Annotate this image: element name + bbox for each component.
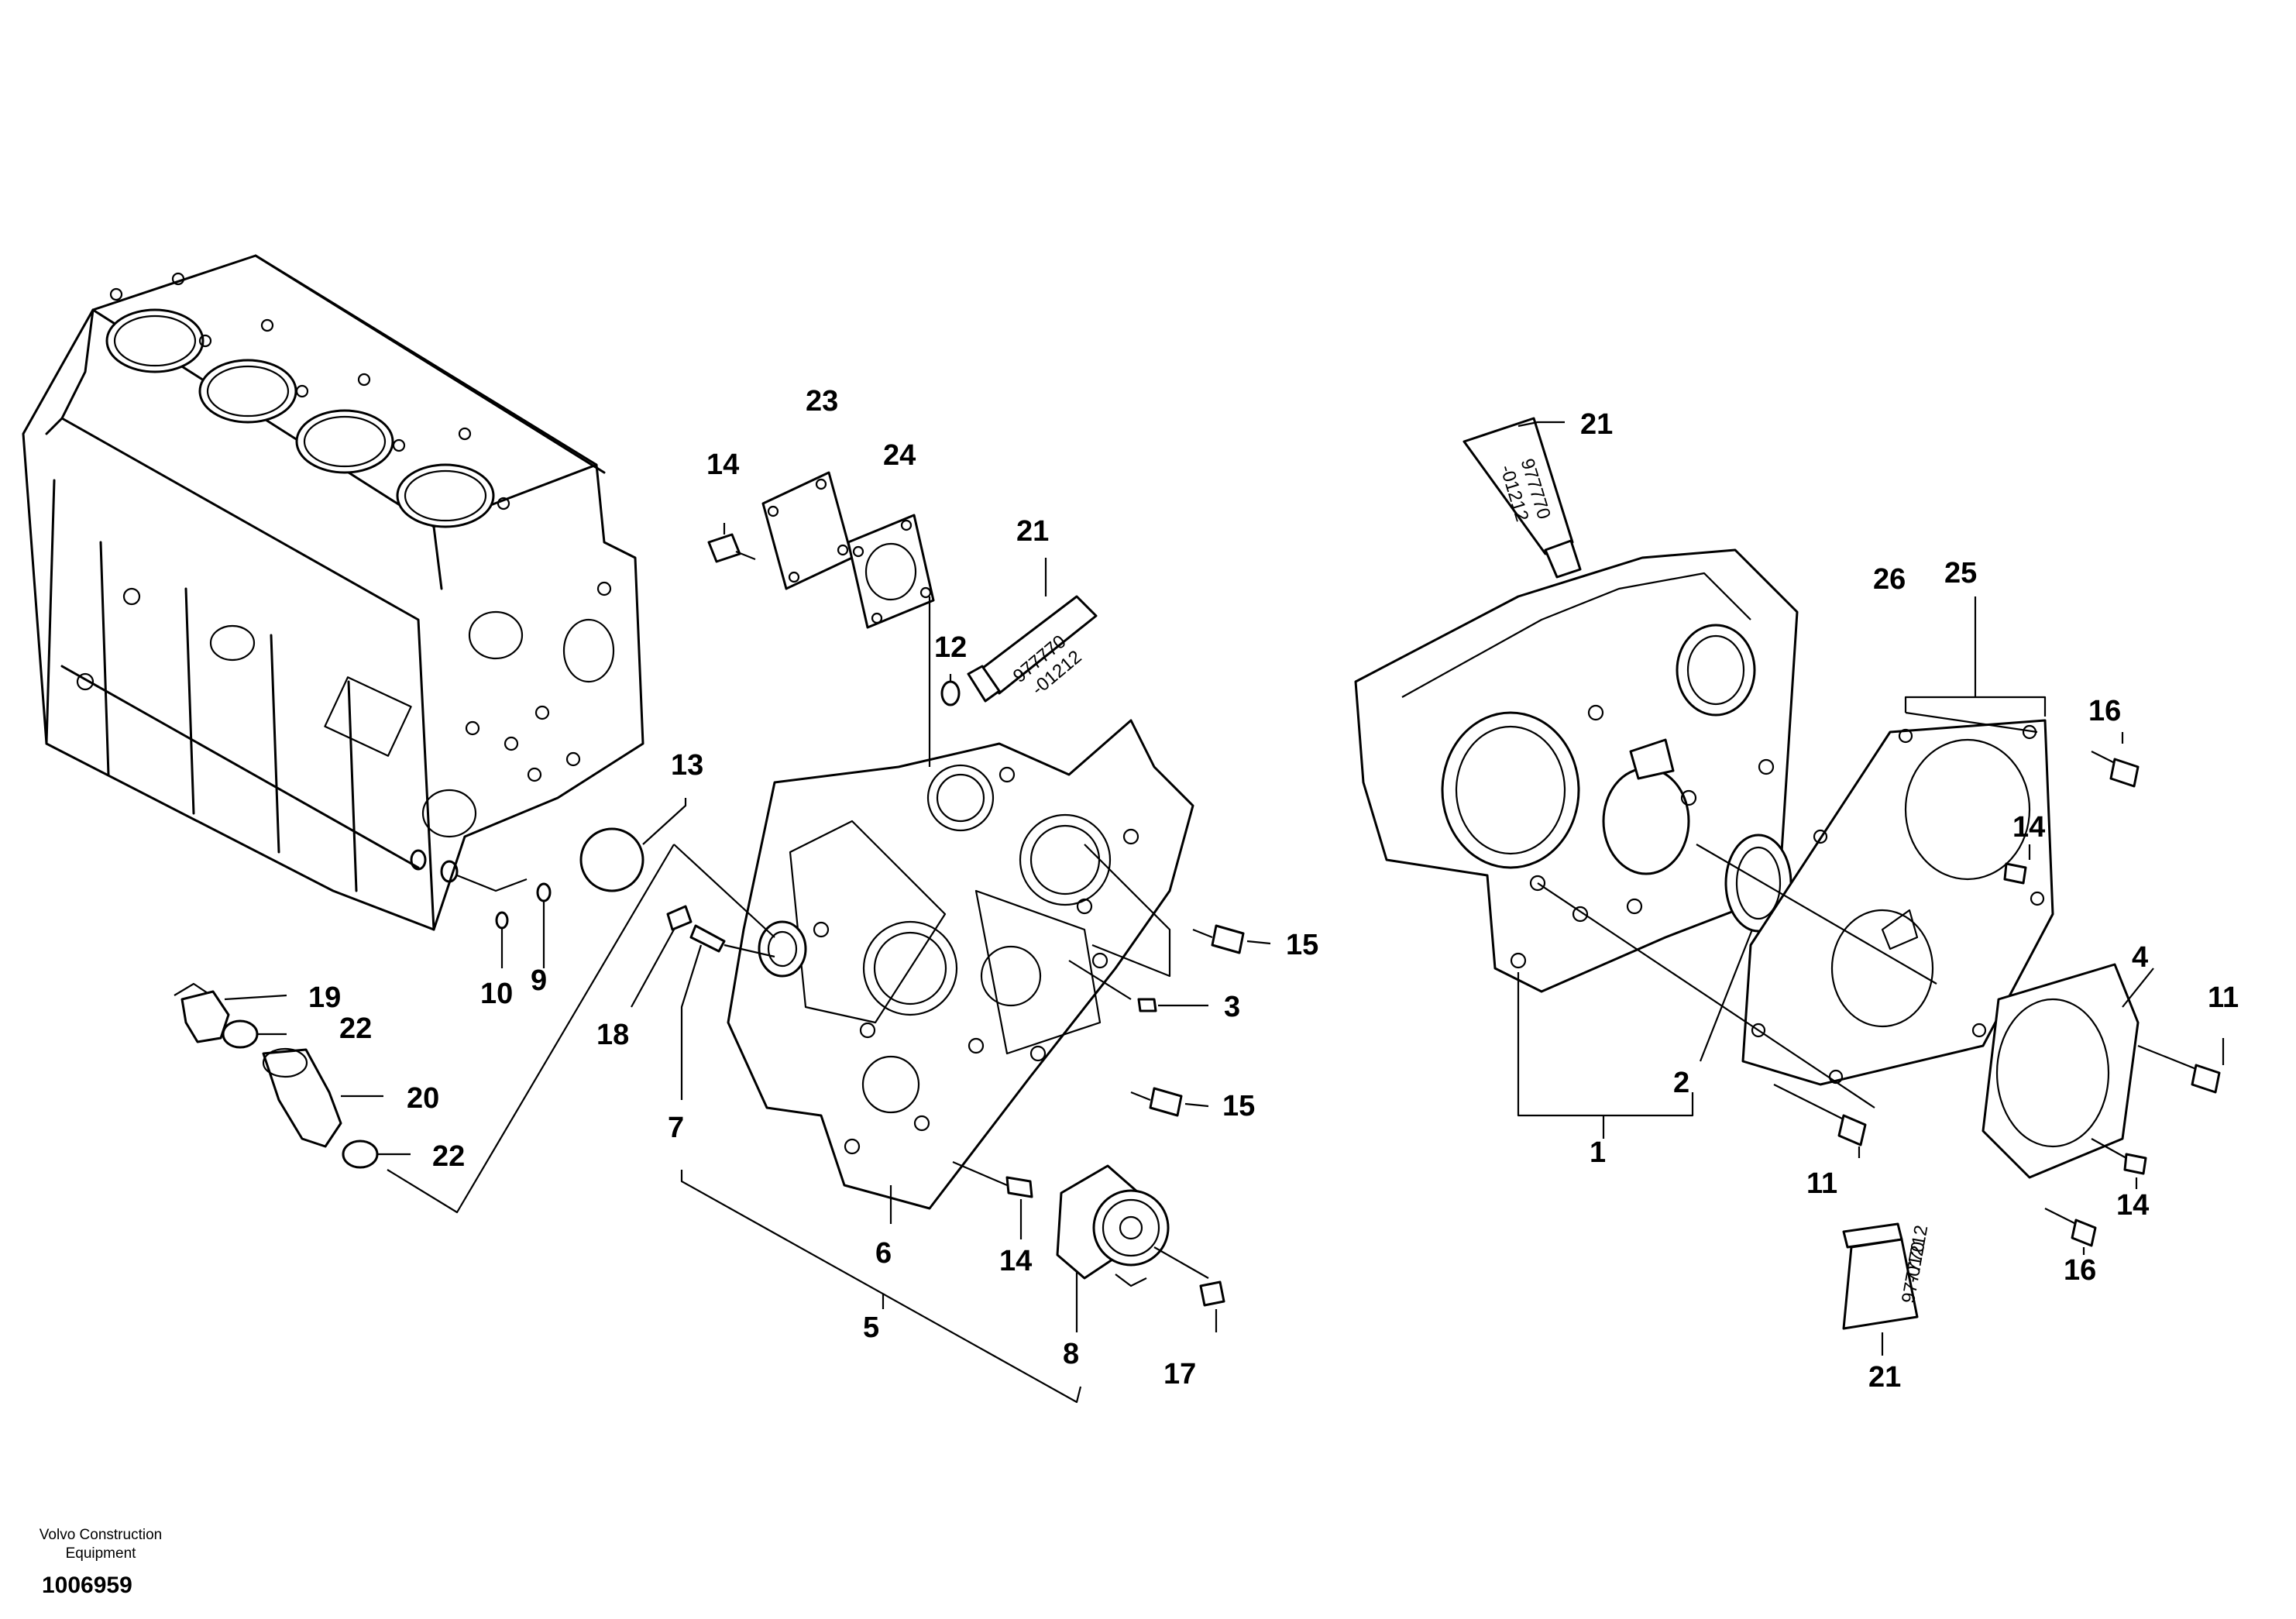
seal-housing-4 [1982, 963, 2154, 1179]
bolts-11 [1773, 1038, 2225, 1158]
callout-1: 1 [1590, 1136, 1606, 1169]
gear-cover-plate-26 [1741, 719, 2054, 1086]
bolts-15 [1084, 844, 1271, 1117]
callout-22-upper: 22 [339, 1012, 372, 1045]
oil-pump [1056, 1164, 1170, 1332]
o-rings-block [410, 849, 552, 968]
callout-22-lower: 22 [432, 1140, 465, 1173]
company-line-1: Volvo Construction [39, 1527, 163, 1543]
document-number: 1006959 [42, 1573, 132, 1598]
callout-13: 13 [671, 749, 703, 782]
callout-16-upper: 16 [2088, 695, 2121, 727]
timing-gear-housing [727, 719, 1194, 1210]
assembly-bracket-1 [1517, 844, 1937, 1139]
callout-8: 8 [1063, 1338, 1079, 1370]
bolt-14-lower [952, 1160, 1033, 1239]
leader-22-housing [387, 844, 675, 1214]
callout-9: 9 [531, 964, 547, 997]
callout-24: 24 [883, 439, 916, 472]
callout-7: 7 [668, 1112, 684, 1144]
o-ring-13 [579, 798, 775, 938]
callout-21-bottom-right: 21 [1868, 1361, 1901, 1394]
sealant-tube-top-right: 977770 -01212 [1462, 417, 1582, 579]
bolt-14-top [707, 523, 756, 563]
callout-15-lower: 15 [1222, 1090, 1255, 1122]
callout-17: 17 [1163, 1358, 1196, 1390]
plug-18-and-pin-7 [631, 905, 775, 1100]
callout-5: 5 [863, 1311, 879, 1344]
company-line-2: Equipment [65, 1545, 136, 1562]
callout-14-top: 14 [706, 449, 739, 481]
callout-labels: 23 24 14 21 12 13 15 3 15 10 9 18 7 19 2… [308, 385, 2239, 1394]
callout-14-lower: 14 [999, 1245, 1032, 1277]
callout-23: 23 [806, 385, 838, 418]
assembly-bracket-5 [680, 1170, 1082, 1404]
sealant-tube-center: 977770 -01212 [967, 558, 1098, 703]
bolts-14-right [2003, 844, 2147, 1189]
callout-2: 2 [1673, 1067, 1689, 1099]
callout-16-lower: 16 [2064, 1254, 2096, 1287]
callout-21-center: 21 [1016, 515, 1049, 548]
bracket-25 [1904, 696, 2047, 717]
callout-15-upper: 15 [1286, 929, 1318, 961]
callout-6: 6 [875, 1237, 892, 1270]
callout-12: 12 [934, 631, 967, 664]
callout-11-center: 11 [1806, 1167, 1837, 1200]
company-credit: Volvo Construction Equipment [15, 1526, 186, 1563]
callout-26: 26 [1873, 563, 1906, 596]
dowel-pin-3 [1068, 960, 1208, 1012]
tube-code-line2-br: -01212 [1902, 1224, 1933, 1284]
callout-14-right-lower: 14 [2116, 1189, 2149, 1222]
bolt-17 [1153, 1246, 1225, 1332]
callout-3: 3 [1224, 991, 1240, 1023]
callout-25: 25 [1944, 557, 1977, 590]
callout-10: 10 [480, 978, 513, 1010]
front-cover [1354, 548, 1799, 993]
callout-18: 18 [596, 1019, 629, 1051]
callout-21-top-right: 21 [1580, 408, 1613, 441]
bolts-16 [2044, 732, 2140, 1255]
callout-14-right-upper: 14 [2012, 811, 2045, 844]
cover-plate-and-gasket [761, 471, 935, 767]
o-ring-12 [940, 680, 961, 706]
sealant-tube-bottom-right: 977770 -01212 [1842, 1222, 1933, 1356]
cylinder-block [22, 254, 644, 931]
callout-11-right: 11 [2208, 981, 2239, 1014]
callout-20: 20 [407, 1082, 439, 1115]
callout-19: 19 [308, 981, 341, 1014]
callout-4: 4 [2132, 941, 2148, 974]
oil-filler-assembly [174, 982, 411, 1169]
